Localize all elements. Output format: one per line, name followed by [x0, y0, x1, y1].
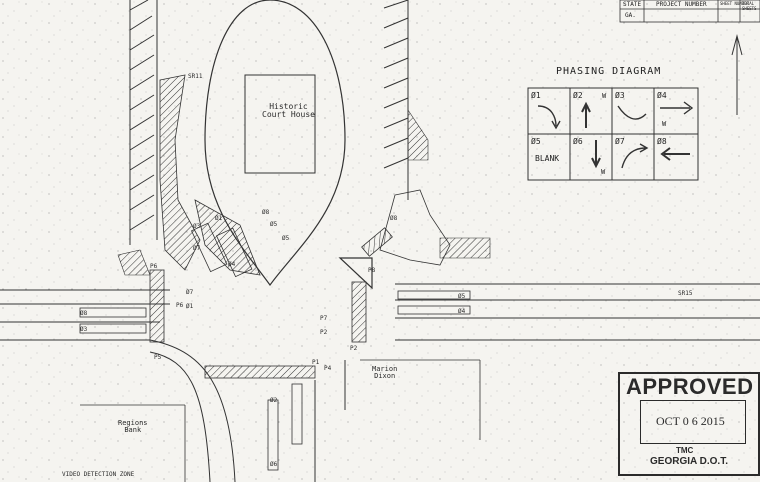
ped-marker: P2 [350, 345, 358, 352]
title-sheets-header: TOTAL SHEETS [742, 1, 757, 11]
stamp-org: TMC [676, 446, 694, 455]
phasing-diagram-title: PHASING DIAGRAM [556, 66, 662, 77]
zone-marker: Ø1 [215, 215, 223, 222]
phase-6-id: Ø6 [573, 137, 583, 146]
zone-marker: Ø2 [270, 397, 278, 404]
zone-marker: Ø5 [458, 293, 466, 300]
phase-2-id: Ø2 [573, 91, 583, 100]
island-northwest [159, 74, 201, 271]
phase-4-id: Ø4 [657, 91, 667, 100]
route-east-label: SR15 [678, 290, 693, 297]
bank-label: Regions Bank [118, 419, 148, 434]
zone-marker: Ø6 [270, 461, 278, 468]
ped-marker: P2 [320, 329, 328, 336]
crosswalk-west [149, 269, 165, 343]
phase-5-blank: BLANK [535, 154, 560, 163]
zone-marker: Ø3 [193, 223, 201, 230]
zone-marker: Ø5 [270, 221, 278, 228]
phase-5-id: Ø5 [531, 137, 541, 146]
title-block [619, 0, 760, 23]
bank-parcel [80, 404, 186, 482]
store-parcel [360, 359, 481, 440]
ped-marker: P1 [312, 359, 320, 366]
approved-stamp [618, 372, 760, 476]
zone-marker: Ø5 [282, 235, 290, 242]
detection-zones [79, 222, 471, 471]
zone-marker: Ø7 [193, 245, 201, 252]
ped-marker: P8 [368, 267, 376, 274]
crosswalk-northeast [361, 227, 393, 257]
ped-marker: P7 [320, 315, 328, 322]
ped-marker: P5 [154, 354, 162, 361]
north-arrow [731, 34, 743, 115]
title-state-header: STATE [623, 1, 642, 8]
phase-2-walk: W [602, 92, 607, 100]
phase-7-id: Ø7 [615, 137, 625, 146]
phase-8-id: Ø8 [657, 137, 667, 146]
island-triangle-east [338, 257, 373, 290]
title-state-value: GA. [625, 12, 636, 19]
route-north-label: SR11 [188, 73, 203, 80]
title-project-header: PROJECT NUMBER [656, 1, 707, 8]
title-sheet-header: SHEET NUMBER [720, 1, 749, 6]
ped-marker: P6 [176, 302, 184, 309]
stamp-dept: GEORGIA D.O.T. [650, 456, 728, 467]
phase-4-walk: W [662, 120, 667, 128]
crosswalk-south [204, 365, 316, 379]
phase-3-id: Ø3 [615, 91, 625, 100]
northeast-curb [383, 0, 409, 200]
main-road [0, 283, 760, 482]
phase-6-walk: W [601, 168, 606, 176]
courthouse-square [204, 0, 346, 287]
island-east-hatch [439, 237, 491, 259]
ped-marker: P6 [150, 263, 158, 270]
zone-marker: Ø3 [80, 326, 88, 333]
north-east-curb-hatch [407, 109, 429, 161]
phasing-arrows [537, 101, 694, 169]
zone-marker: Ø1 [186, 303, 194, 310]
northwest-curb [129, 0, 158, 245]
stamp-date: OCT 0 6 2015 [656, 414, 725, 428]
zone-marker: Ø4 [228, 261, 236, 268]
store-label: Marion Dixon [372, 365, 398, 380]
courthouse-label: Historic Court House [262, 102, 315, 119]
zone-marker: Ø4 [458, 308, 466, 315]
detection-zone-label: VIDEO DETECTION ZONE [62, 471, 135, 478]
phasing-grid [527, 87, 699, 181]
crosswalk-east [351, 281, 367, 343]
ped-marker: P4 [324, 365, 332, 372]
zone-marker: Ø8 [262, 209, 270, 216]
zone-marker: Ø7 [186, 289, 194, 296]
phase-1-id: Ø1 [531, 91, 541, 100]
stamp-date-frame [640, 400, 746, 444]
zone-marker: Ø8 [390, 215, 398, 222]
stamp-status: APPROVED [626, 374, 754, 399]
zone-marker: Ø8 [80, 310, 88, 317]
